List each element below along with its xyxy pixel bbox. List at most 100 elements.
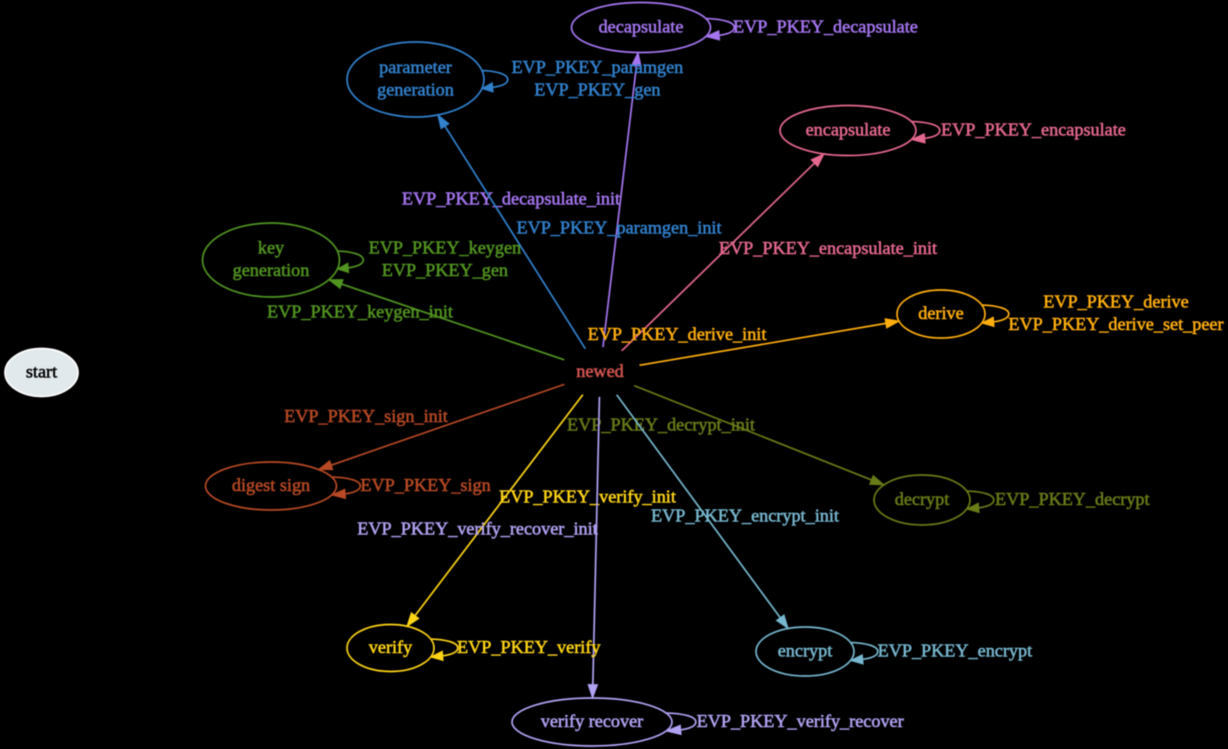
self-loop-digest-sign: EVP_PKEY_sign [330,475,491,500]
arrowhead-icon [775,614,790,630]
self-loop-line-digest-sign [331,476,362,495]
edge-label-decrypt: EVP_PKEY_decrypt_init [567,415,755,435]
self-loop-line-decrypt [966,490,995,509]
arrowhead-icon [980,316,995,328]
arrowhead-icon [631,50,642,67]
edge-key-generation: EVP_PKEY_keygen_init [267,279,566,361]
arrowhead-icon [704,29,721,41]
edge-encrypt: EVP_PKEY_encrypt_init [615,393,839,630]
arrowhead-icon [480,81,494,93]
edge-encapsulate: EVP_PKEY_encapsulate_init [620,152,937,353]
self-loop-decrypt: EVP_PKEY_decrypt [965,489,1150,514]
arrowhead-icon [330,488,347,500]
self-loop-label-encapsulate-0: EVP_PKEY_encapsulate [941,119,1126,139]
node-encapsulate: encapsulate [779,104,917,157]
node-ellipse-newed [559,347,641,397]
edge-line-decrypt [633,384,872,481]
node-ellipse-encrypt [755,626,855,677]
edge-line-encrypt [615,393,781,619]
edge-derive: EVP_PKEY_derive_init [587,318,901,367]
arrowhead-icon [317,459,334,471]
self-loop-label-parameter-generation-0: EVP_PKEY_paramgen [512,57,684,77]
self-loop-line-derive [981,304,1010,323]
edge-line-encapsulate [620,162,816,353]
self-loop-encapsulate: EVP_PKEY_encapsulate [909,119,1126,144]
edge-decapsulate: EVP_PKEY_decapsulate_init [402,50,642,349]
edge-line-verify [414,393,585,617]
node-ellipse-decrypt [873,474,971,526]
arrowhead-icon [664,724,682,736]
self-loop-label-digest-sign-0: EVP_PKEY_sign [360,475,490,495]
node-ellipse-derive [896,289,986,339]
edge-line-digest-sign [330,383,566,466]
arrowhead-icon [336,262,350,274]
node-decapsulate: decapsulate [570,1,712,54]
node-derive: derive [896,289,986,339]
node-ellipse-parameter-generation [346,41,485,118]
node-start: start [4,347,79,398]
node-verify-recover: verify recover [511,697,673,747]
edge-label-encrypt: EVP_PKEY_encrypt_init [651,506,839,526]
self-loop-label-verify-0: EVP_PKEY_verify [457,637,601,657]
node-digest-sign: digest sign [204,461,338,511]
node-label-derive-0: derive [918,303,963,323]
edge-label-derive: EVP_PKEY_derive_init [588,324,767,344]
node-label-newed-0: newed [576,361,623,381]
self-loop-label-decapsulate-0: EVP_PKEY_decapsulate [733,16,918,36]
node-ellipse-decapsulate [570,1,712,54]
node-label-key-generation-1: generation [233,260,310,280]
edge-label-verify-recover: EVP_PKEY_verify_recover_init [357,519,597,539]
node-ellipse-verify-recover [511,697,673,747]
node-ellipse-digest-sign [204,461,338,511]
node-label-parameter-generation-1: generation [377,80,454,100]
edge-label-encapsulate: EVP_PKEY_encapsulate_init [719,238,937,258]
self-loop-label-encrypt-0: EVP_PKEY_encrypt [878,640,1033,660]
node-verify: verify [346,623,435,673]
edge-decrypt: EVP_PKEY_decrypt_init [567,384,886,486]
self-loop-line-key-generation [337,250,365,269]
edge-label-parameter-generation: EVP_PKEY_paramgen_init [516,218,721,238]
node-label-digest-sign-0: digest sign [232,475,310,495]
node-label-start-0: start [26,361,57,381]
node-label-verify-0: verify [369,637,413,657]
edge-digest-sign: EVP_PKEY_sign_init [284,383,566,471]
self-loop-line-verify-recover [666,712,697,731]
self-loop-label-derive-0: EVP_PKEY_derive [1043,292,1188,312]
self-loop-label-key-generation-1: EVP_PKEY_gen [382,260,508,280]
node-label-key-generation-0: key [258,238,285,258]
self-loops-layer: EVP_PKEY_decapsulateEVP_PKEY_paramgenEVP… [330,16,1224,736]
self-loop-verify-recover: EVP_PKEY_verify_recover [664,711,904,736]
node-label-encapsulate-0: encapsulate [806,119,891,139]
arrowhead-icon [810,152,826,168]
self-loop-verify: EVP_PKEY_verify [429,637,602,662]
node-parameter-generation: parameter generation [346,41,485,118]
node-ellipse-key-generation [201,222,341,298]
self-loop-decapsulate: EVP_PKEY_decapsulate [704,16,918,41]
edge-line-verify-recover [592,395,601,685]
edge-line-derive [638,322,886,367]
arrowhead-icon [406,611,420,628]
self-loop-line-verify [430,638,459,657]
node-label-decrypt-0: decrypt [895,489,950,509]
transitions-layer: EVP_PKEY_decapsulate_initEVP_PKEY_paramg… [267,50,937,700]
arrowhead-icon [849,653,864,665]
node-label-decapsulate-0: decapsulate [599,16,684,36]
nodes-layer: start newed parameter generation decapsulate… [4,1,986,747]
self-loop-label-decrypt-0: EVP_PKEY_decrypt [995,489,1150,509]
self-loop-line-encrypt [850,641,879,661]
arrowhead-icon [429,650,444,662]
node-ellipse-encapsulate [779,104,917,157]
edge-verify: EVP_PKEY_verify_init [406,393,676,628]
node-label-parameter-generation-0: parameter [379,57,452,77]
edge-verify-recover: EVP_PKEY_verify_recover_init [357,395,601,700]
self-loop-label-derive-1: EVP_PKEY_derive_set_peer [1008,314,1223,334]
edge-label-digest-sign: EVP_PKEY_sign_init [284,406,448,426]
edge-label-decapsulate: EVP_PKEY_decapsulate_init [402,189,620,209]
self-loop-label-key-generation-0: EVP_PKEY_keygen [369,238,522,258]
self-loop-encrypt: EVP_PKEY_encrypt [849,640,1033,665]
edge-label-key-generation: EVP_PKEY_keygen_init [267,302,453,322]
